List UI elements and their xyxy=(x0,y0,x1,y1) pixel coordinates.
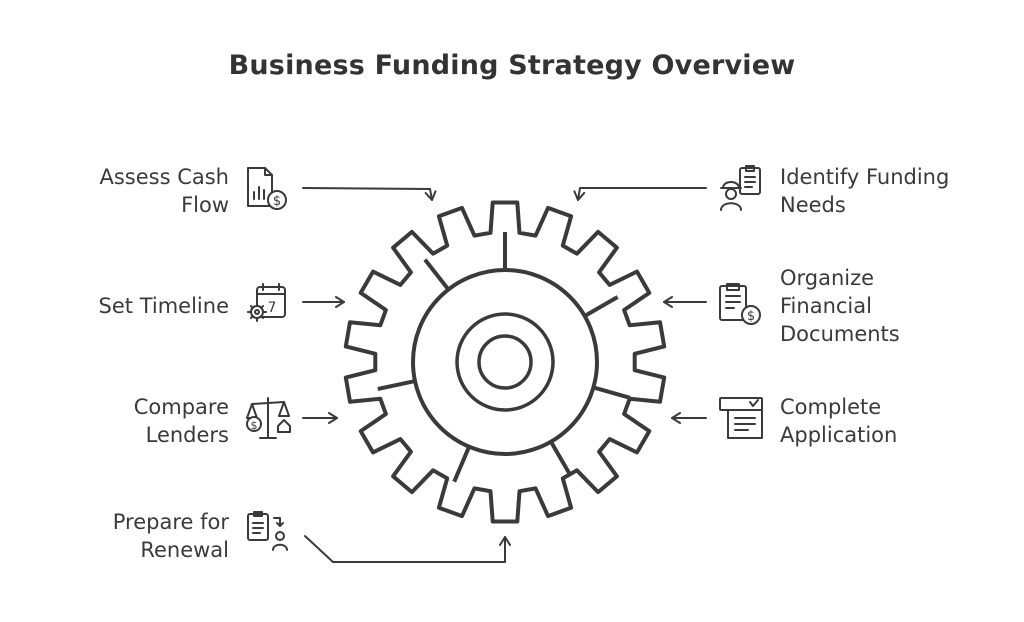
label-identify-funding-needs: Identify Funding Needs xyxy=(780,165,950,217)
label-set-timeline: Set Timeline xyxy=(98,294,229,318)
gear-inner-ring xyxy=(411,268,599,456)
label-prepare-for-renewal: Prepare for Renewal xyxy=(112,510,229,562)
label-assess-cash-flow: Assess Cash Flow xyxy=(99,165,229,217)
gear-segment-line-3 xyxy=(592,385,631,400)
svg-text:$: $ xyxy=(273,194,281,209)
label-organize-financial-documents: Organize Financial Documents xyxy=(780,266,900,346)
application-form-icon xyxy=(719,397,763,439)
gear-segment-lines xyxy=(377,232,631,483)
diagram-title: Business Funding Strategy Overview xyxy=(228,50,796,81)
calendar-gear-icon: 7 xyxy=(247,283,286,322)
gear-hub-outer xyxy=(455,312,555,412)
gear-segment-line-5 xyxy=(452,445,471,483)
worker-checklist-icon xyxy=(720,165,761,211)
gear-segment-line-2 xyxy=(583,295,619,318)
svg-text:7: 7 xyxy=(268,300,277,316)
gear-teeth-outline xyxy=(343,200,667,524)
central-gear xyxy=(343,200,667,524)
renewal-clipboard-icon xyxy=(247,511,288,551)
arrow-assess-cash-flow xyxy=(302,187,437,201)
arrow-identify-funding-needs xyxy=(573,187,707,201)
label-complete-application: Complete Application xyxy=(780,395,898,447)
financial-documents-icon: $ xyxy=(719,283,761,325)
gear-segment-line-7 xyxy=(423,258,450,291)
svg-text:$: $ xyxy=(251,419,258,432)
arrow-prepare-for-renewal xyxy=(304,535,511,563)
gear-segment-line-4 xyxy=(549,440,572,476)
cash-flow-document-icon: $ xyxy=(247,167,287,210)
svg-text:$: $ xyxy=(747,309,755,324)
gear-hub-inner xyxy=(477,334,533,390)
label-compare-lenders: Compare Lenders xyxy=(133,395,229,447)
gear-segment-line-6 xyxy=(377,379,416,391)
balance-scale-icon: $ xyxy=(246,397,291,439)
